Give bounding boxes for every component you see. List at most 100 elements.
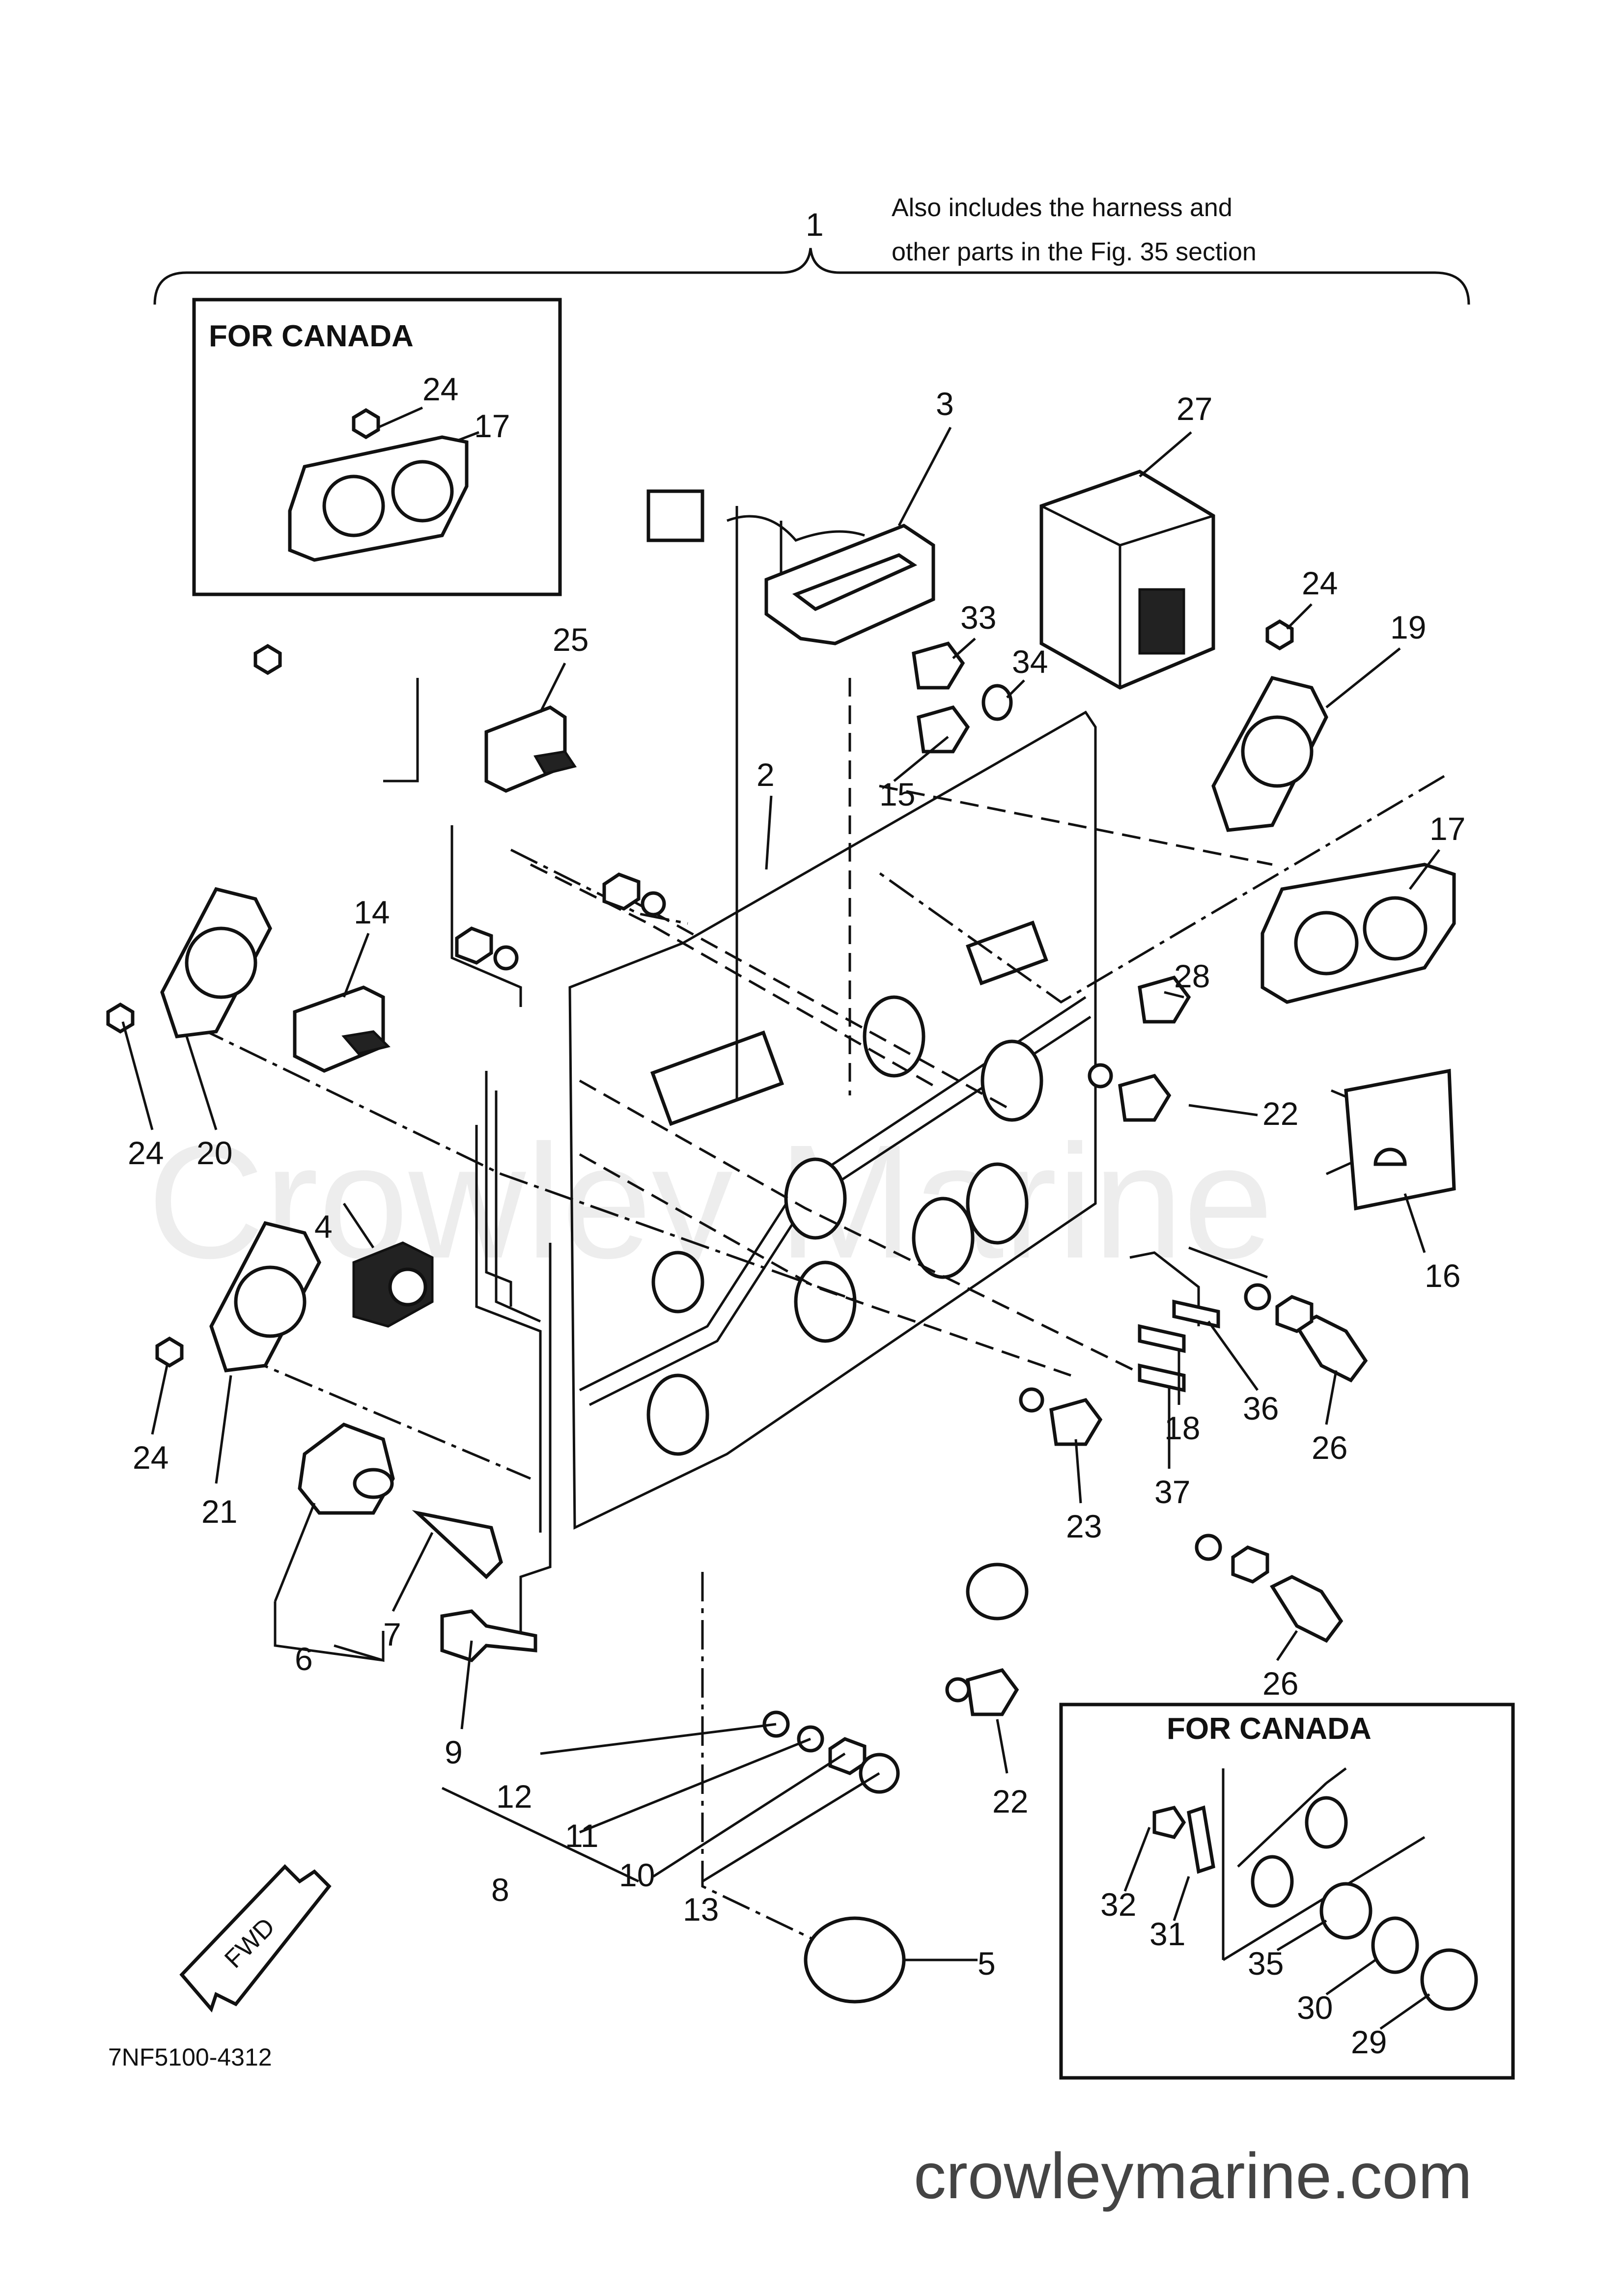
part-18-pin	[1138, 1324, 1186, 1353]
inset-for-canada-bottom: FOR CANADA 32 31 35 30 29	[1059, 1703, 1515, 2080]
part-32-screw	[1152, 1806, 1186, 1839]
callout-6: 6	[295, 1641, 313, 1677]
callout-33: 33	[960, 599, 996, 636]
part-28-screw	[1138, 975, 1191, 1024]
note-line-2: other parts in the Fig. 35 section	[892, 238, 1257, 266]
part-29-cap	[1420, 1948, 1478, 2011]
callout-26-upper: 26	[1312, 1429, 1347, 1466]
part-23-screw	[1049, 1398, 1103, 1446]
callout-32: 32	[1100, 1886, 1136, 1923]
panel-fold-line-2	[588, 1015, 1092, 1406]
part-3-harness-connector	[646, 489, 935, 645]
callout-17: 17	[1429, 811, 1465, 847]
part-34-cap	[981, 684, 1013, 721]
part-16-meter	[1344, 1068, 1456, 1211]
inset-frame-top	[192, 298, 562, 596]
panel-hole	[651, 1251, 704, 1314]
part-4-switch	[352, 1241, 434, 1328]
inset-top-title: FOR CANADA	[209, 319, 414, 353]
watermark-text: Crowley Marine	[147, 1111, 1273, 1293]
callout-12: 12	[496, 1778, 532, 1815]
inset-bottom-title: FOR CANADA	[1167, 1712, 1372, 1746]
callout-13: 13	[683, 1891, 719, 1928]
callout-8: 8	[491, 1872, 509, 1908]
callout-2: 2	[756, 756, 775, 793]
diagram-code: 7NF5100-4312	[108, 2043, 272, 2071]
part-13-ring	[966, 1563, 1029, 1621]
callout-35: 35	[1248, 1945, 1284, 1982]
part-22-screw-lower	[966, 1668, 1019, 1716]
inset-for-canada-top: FOR CANADA 24 17	[192, 298, 562, 596]
callout-16: 16	[1425, 1258, 1460, 1294]
fwd-arrow: FWD	[179, 1864, 332, 2013]
callout-29: 29	[1351, 2024, 1387, 2060]
callout-14: 14	[354, 894, 390, 930]
callout-labels: 3 27 25 33 34 15 2 24 19 17 14 28 22 24 …	[128, 386, 1465, 1982]
site-url: crowleymarine.com	[914, 2140, 1472, 2212]
callout-36: 36	[1243, 1390, 1279, 1426]
callout-5: 5	[978, 1945, 996, 1982]
callout-9: 9	[445, 1734, 463, 1770]
inset-frame-bottom	[1059, 1703, 1515, 2080]
hardware-washers	[106, 619, 1314, 1703]
part-25-toggle-switch	[484, 705, 577, 793]
panel-hole	[794, 1260, 857, 1343]
assembly-note: Also includes the harness and other part…	[892, 194, 1257, 266]
callout-19: 19	[1390, 609, 1426, 645]
inset-top-label-17: 17	[474, 408, 510, 444]
panel-label-plate	[650, 1030, 784, 1126]
callout-7: 7	[383, 1616, 401, 1652]
callout-22-upper: 22	[1262, 1095, 1298, 1132]
part-8-leaders	[441, 1723, 880, 1883]
inset-top-label-24: 24	[422, 371, 458, 407]
part-19-receptacle	[1211, 675, 1328, 832]
part-26-knob-lower	[1269, 1575, 1344, 1643]
connector-plug-icon	[646, 489, 704, 542]
callout-37: 37	[1154, 1474, 1190, 1510]
fwd-arrow-icon	[179, 1864, 332, 2013]
part-35-grommet	[1319, 1882, 1372, 1940]
inset-bottom-leaders	[1123, 1827, 1430, 2030]
nut-icon	[352, 408, 380, 440]
panel-hole	[784, 1157, 847, 1240]
callout-3: 3	[936, 386, 954, 422]
panel-plate-outline	[568, 710, 1097, 1530]
callout-15: 15	[879, 776, 915, 812]
part-31-clip	[1187, 1805, 1215, 1874]
part-17-duplex-receptacle	[1260, 863, 1456, 1004]
panel-label-plate-small	[966, 920, 1048, 986]
part-22-screw-upper	[1118, 1073, 1172, 1122]
callout-4: 4	[314, 1208, 333, 1245]
panel-hole	[980, 1039, 1043, 1122]
callout-21: 21	[201, 1493, 237, 1530]
assembly-brace	[153, 248, 1470, 305]
callout-11: 11	[565, 1818, 599, 1854]
callout-28: 28	[1174, 958, 1210, 994]
panel-hole	[966, 1162, 1029, 1245]
part-36-pin	[1172, 1299, 1220, 1329]
inset-hole	[1305, 1796, 1348, 1849]
part-14-toggle-switch	[293, 985, 391, 1073]
part-26-knob-upper	[1294, 1314, 1368, 1383]
callout-6-bracket	[274, 1601, 384, 1662]
callout-22-lower: 22	[992, 1783, 1028, 1819]
callout-30: 30	[1297, 1989, 1333, 2026]
panel-assembly	[568, 710, 1097, 1530]
callout-24-left: 24	[128, 1135, 164, 1171]
part-15-screw	[917, 705, 970, 754]
part-6-ignition-switch	[298, 1423, 395, 1515]
part-33-screw	[912, 641, 965, 690]
receptacle-socket-icon	[322, 475, 385, 537]
callout-23: 23	[1066, 1508, 1102, 1544]
callout-34: 34	[1012, 643, 1048, 680]
callout-26-lower: 26	[1262, 1665, 1298, 1702]
part-7-key	[412, 1510, 503, 1579]
callout-1: 1	[806, 206, 824, 243]
callout-27: 27	[1176, 391, 1212, 427]
part-30-ring	[1371, 1916, 1419, 1974]
receptacle-socket-icon	[391, 460, 454, 523]
callout-24-lower: 24	[133, 1439, 168, 1476]
part-21-receptacle	[209, 1221, 321, 1372]
part-9-bolt	[440, 1609, 537, 1663]
panel-hole	[646, 1373, 709, 1456]
